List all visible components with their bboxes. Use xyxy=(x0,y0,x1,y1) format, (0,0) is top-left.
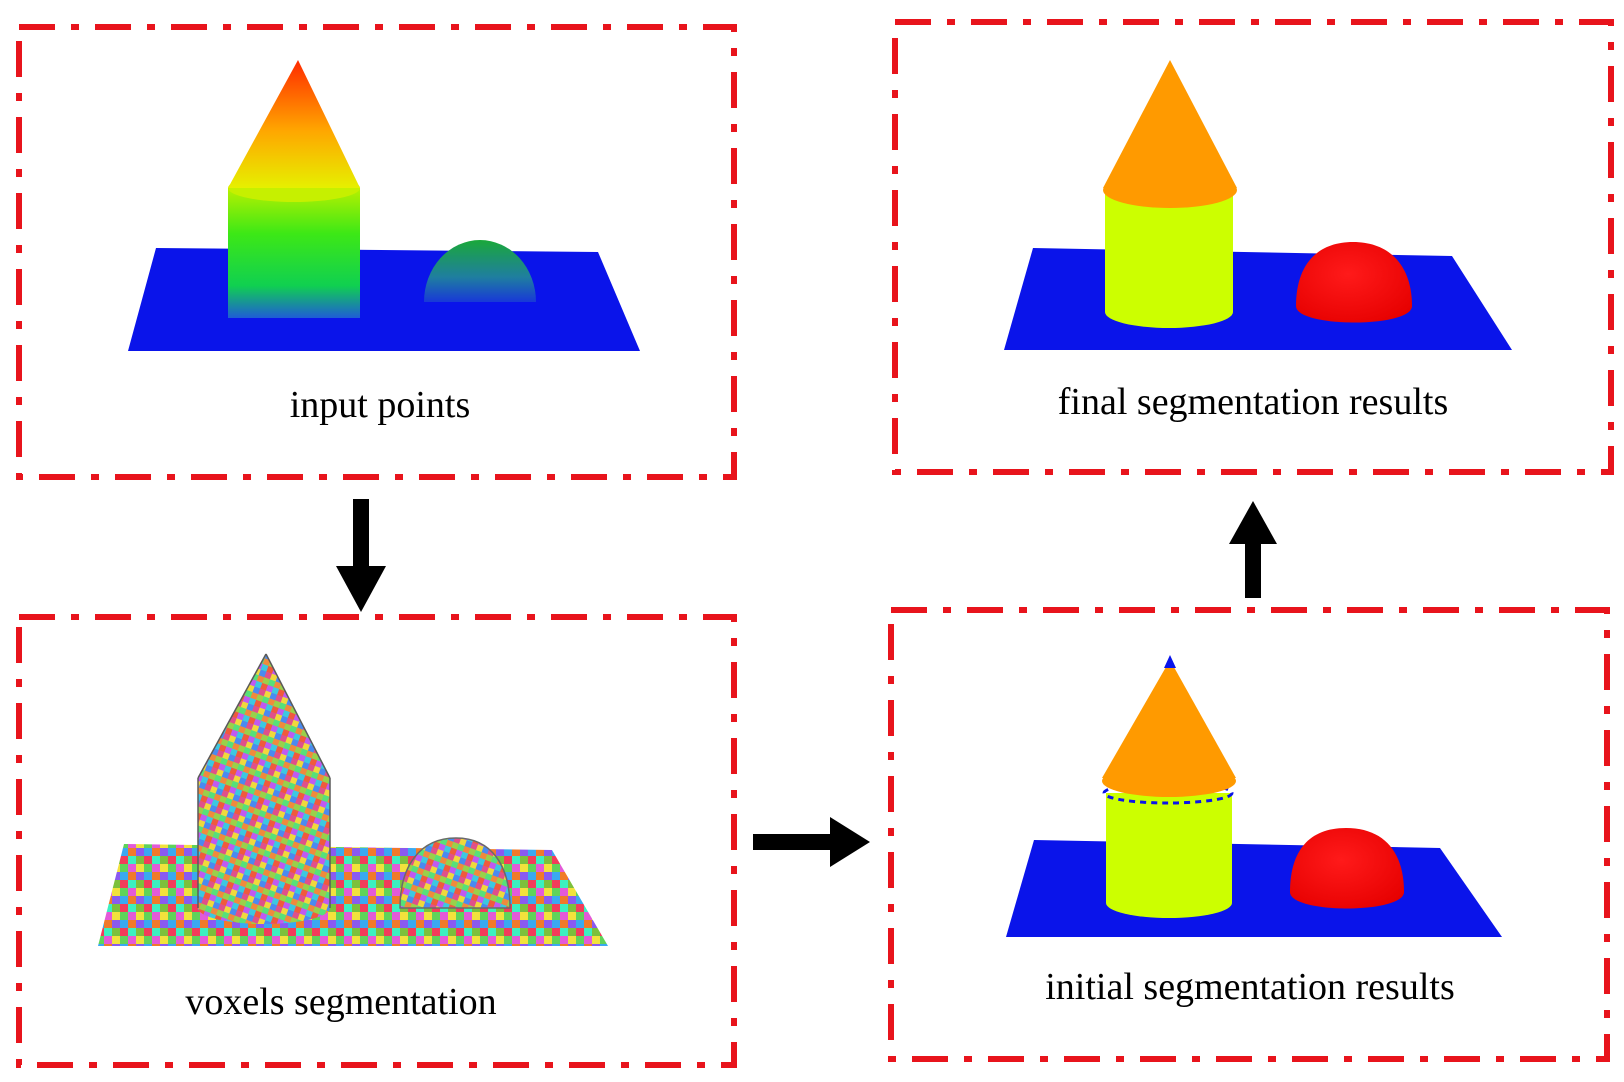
arrow-up-icon xyxy=(1229,501,1277,598)
frame-voxels xyxy=(16,614,737,1068)
final-segmentation-scene xyxy=(1004,60,1512,350)
yellow-cylinder xyxy=(1106,793,1232,903)
label-input-points: input points xyxy=(289,384,471,426)
orange-cone xyxy=(1103,60,1237,188)
voxel-cylinder xyxy=(198,778,330,924)
voxel-cone xyxy=(198,654,330,778)
ground-plane xyxy=(1004,248,1512,350)
voxel-ground-plane xyxy=(98,844,608,946)
label-initial-segmentation: initial segmentation results xyxy=(1045,966,1455,1008)
label-final-segmentation: final segmentation results xyxy=(1057,381,1449,423)
input-points-scene xyxy=(128,60,640,351)
voxel-dome xyxy=(399,837,511,909)
ground-plane xyxy=(128,248,640,351)
yellow-cylinder xyxy=(1105,192,1233,312)
red-dome xyxy=(1296,242,1412,323)
gradient-cone xyxy=(228,60,360,188)
label-voxels-segmentation: voxels segmentation xyxy=(185,981,497,1023)
arrow-right-icon xyxy=(753,817,870,867)
initial-segmentation-scene xyxy=(1006,655,1502,937)
gradient-cylinder xyxy=(228,188,360,318)
frame-input xyxy=(16,24,737,480)
frame-initial xyxy=(888,607,1610,1062)
ground-plane xyxy=(1006,840,1502,937)
orange-cone xyxy=(1102,660,1236,778)
voxels-segmentation-scene xyxy=(98,653,608,946)
arrow-down-icon xyxy=(336,499,386,612)
gradient-dome xyxy=(424,240,536,302)
red-dome xyxy=(1290,828,1404,909)
frame-final xyxy=(892,19,1614,475)
blue-tip xyxy=(1164,655,1176,668)
